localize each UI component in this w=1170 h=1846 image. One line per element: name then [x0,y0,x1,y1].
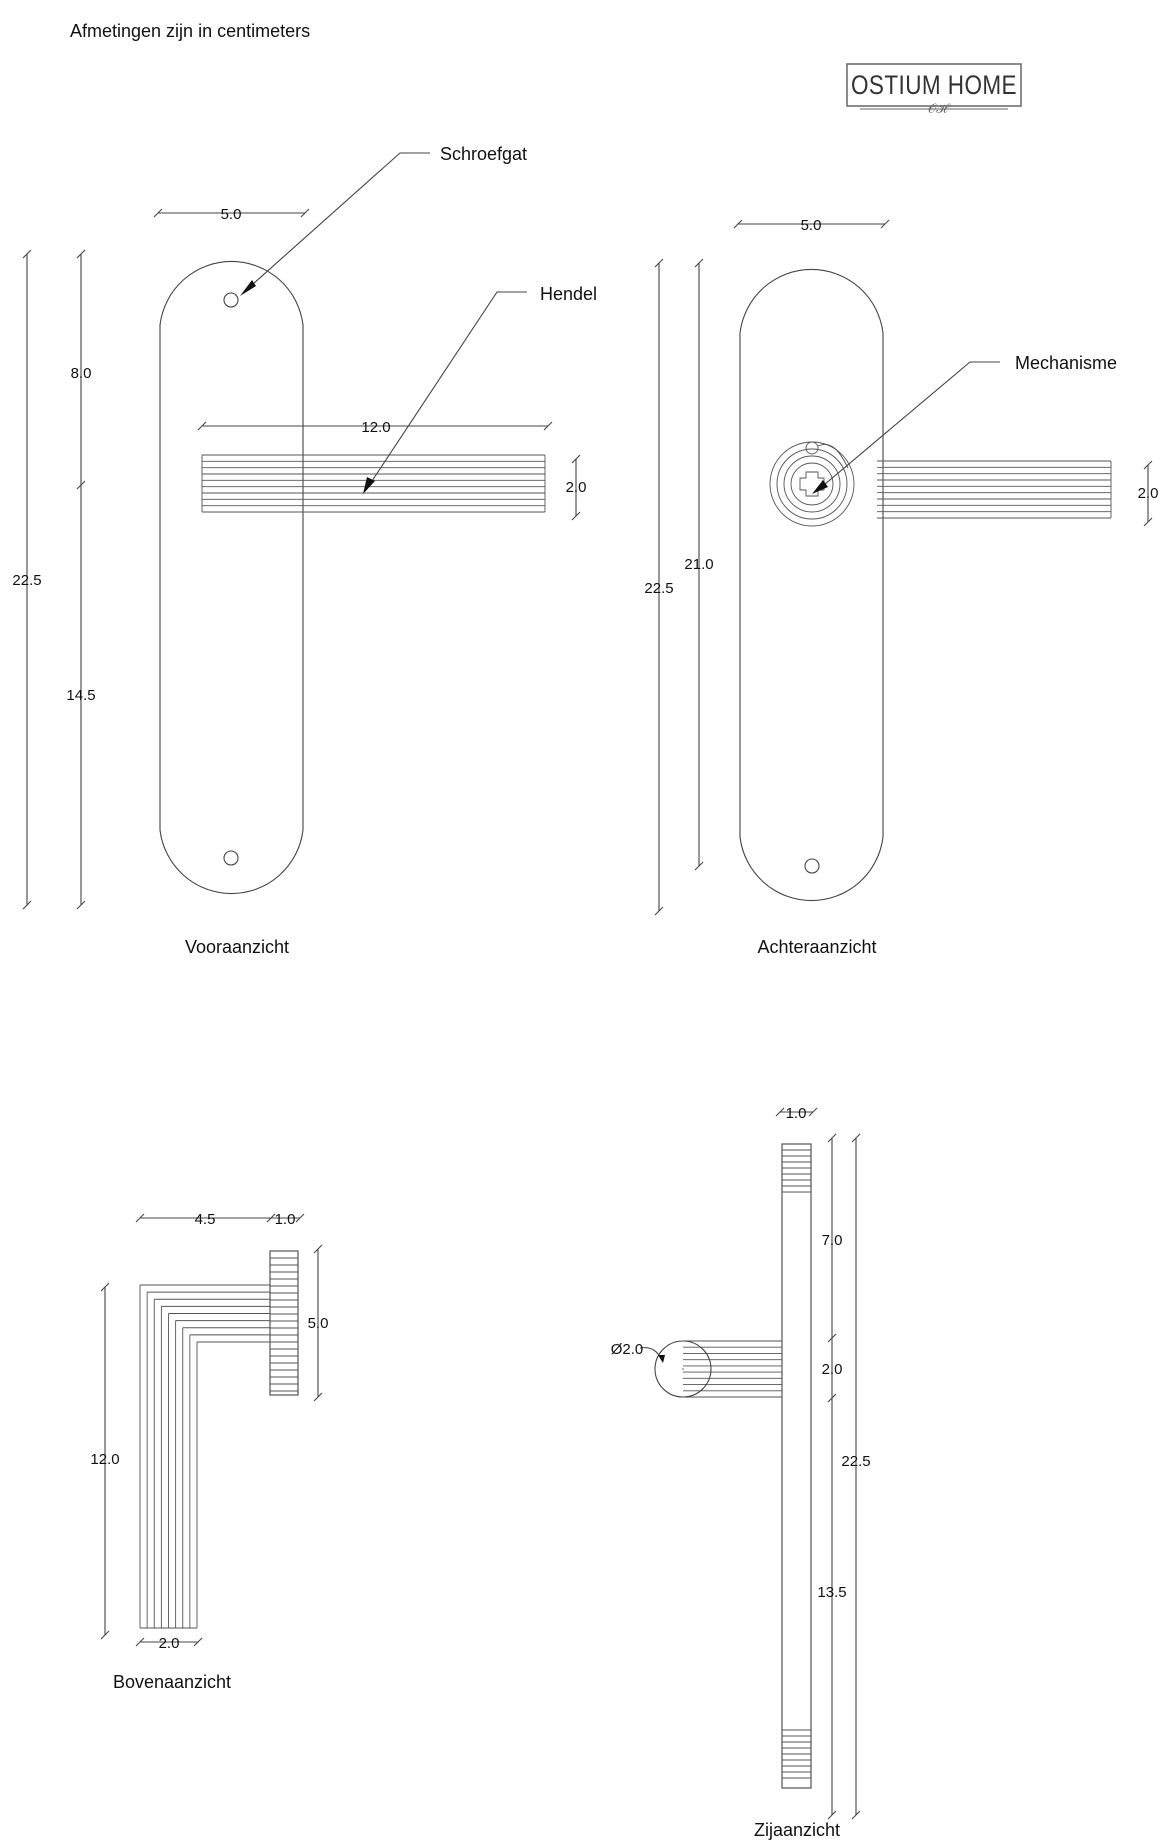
front-screw-hole-top [223,292,239,308]
back-backplate [739,268,884,902]
side-total-dim: 22.5 [841,1453,870,1470]
hendel-callout: Hendel [540,284,597,304]
front-upper-dim: 8.0 [71,365,92,382]
front-view-title: Vooraanzicht [185,937,289,957]
side-lower-dim: 13.5 [817,1584,846,1601]
top-plate [269,1250,299,1396]
back-lever-height-dim: 2.0 [1138,485,1159,502]
svg-text:OSTIUM HOME: OSTIUM HOME [851,70,1017,100]
side-plate-dim: 1.0 [786,1105,807,1122]
top-depth-dim: 4.5 [195,1211,216,1228]
front-backplate [159,260,304,895]
top-view-title: Bovenaanzicht [113,1672,231,1692]
back-view-title: Achteraanzicht [757,937,876,957]
side-lever-end [654,1340,712,1398]
front-lever-length-dim: 12.0 [361,419,390,436]
back-inner-height-dim: 21.0 [684,556,713,573]
top-lever-width-dim: 2.0 [159,1635,180,1652]
schroefgat-callout: Schroefgat [440,144,527,164]
ostium-home-logo: OSTIUM HOME 𝒪ℋ [846,63,1022,116]
top-plate-dim: 1.0 [275,1211,296,1228]
top-width-dim: 5.0 [308,1315,329,1332]
side-lever [683,1340,782,1398]
side-lever-dim: 2.0 [822,1361,843,1378]
side-upper-dim: 7.0 [822,1232,843,1249]
back-view: 5.0 22.5 21.0 2.0 Mechanisme Achteraanzi… [644,217,1158,957]
top-view: 4.5 1.0 5.0 12.0 2.0 Bovenaanzicht [90,1211,328,1692]
front-view: 5.0 22.5 8.0 14.5 12.0 2.0 Schroefgat He… [12,144,597,957]
back-width-dim: 5.0 [801,217,822,234]
side-view-title: Zijaanzicht [754,1820,840,1840]
front-lever-height-dim: 2.0 [566,479,587,496]
svg-text:𝒪ℋ: 𝒪ℋ [928,101,951,116]
side-diameter-dim: Ø2.0 [611,1341,644,1358]
top-length-dim: 12.0 [90,1451,119,1468]
back-lever [877,460,1112,519]
back-total-height-dim: 22.5 [644,580,673,597]
units-note: Afmetingen zijn in centimeters [70,21,310,41]
mechanism-spiral [769,441,855,527]
front-total-height-dim: 22.5 [12,572,41,589]
back-screw-hole [804,858,820,874]
mechanisme-callout: Mechanisme [1015,353,1117,373]
side-plate [781,1143,812,1789]
side-view: 1.0 7.0 2.0 13.5 22.5 Ø2.0 Zijaanzicht [611,1105,871,1840]
front-lower-dim: 14.5 [66,687,95,704]
top-lever [139,1284,270,1629]
front-lever [201,454,546,513]
front-screw-hole-bottom [223,850,239,866]
front-width-dim: 5.0 [221,206,242,223]
